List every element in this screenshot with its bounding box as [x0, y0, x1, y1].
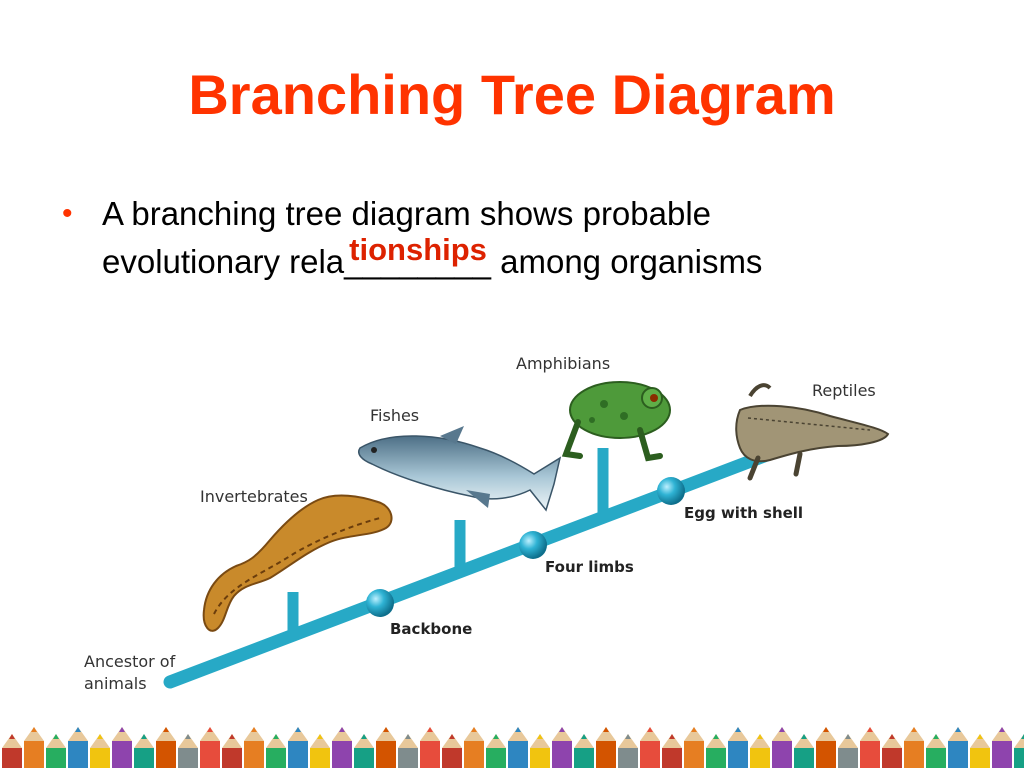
- pencil-icon: [464, 727, 484, 768]
- pencil-icon: [992, 727, 1012, 768]
- label-invertebrates: Invertebrates: [200, 487, 308, 506]
- pencil-icon: [24, 727, 44, 768]
- pencil-icon: [398, 734, 418, 768]
- pencil-icon: [618, 734, 638, 768]
- pencil-icon: [200, 727, 220, 768]
- pencil-icon: [882, 734, 902, 768]
- label-reptiles: Reptiles: [812, 381, 876, 400]
- node-four-limbs: [519, 531, 547, 559]
- pencil-icon: [354, 734, 374, 768]
- pencil-icon: [772, 727, 792, 768]
- pencil-icon: [420, 727, 440, 768]
- bullet-line-1: A branching tree diagram shows probable: [102, 195, 712, 232]
- pencil-icon: [706, 734, 726, 768]
- pencil-icon: [2, 734, 22, 768]
- pencil-icon: [904, 727, 924, 768]
- fill-in-blank: ________tionships: [344, 232, 491, 286]
- pencil-icon: [970, 734, 990, 768]
- pencil-icon: [860, 727, 880, 768]
- fish-illustration: [358, 426, 562, 512]
- pencil-icon: [178, 734, 198, 768]
- pencil-icon: [662, 734, 682, 768]
- pencil-icon: [750, 734, 770, 768]
- slide-title: Branching Tree Diagram: [188, 63, 836, 126]
- frog-illustration: [561, 381, 671, 462]
- node-backbone: [366, 589, 394, 617]
- blank-answer: tionships: [349, 232, 487, 267]
- pencil-icon: [332, 727, 352, 768]
- pencil-icon: [508, 727, 528, 768]
- reptile-illustration: [735, 383, 890, 481]
- pencil-icon: [640, 727, 660, 768]
- pencil-icon: [816, 727, 836, 768]
- pencil-icon: [90, 734, 110, 768]
- pencil-icon: [310, 734, 330, 768]
- branching-tree-diagram: Invertebrates Fishes Amphibians Reptiles…: [84, 354, 890, 693]
- pencil-icon: [948, 727, 968, 768]
- pencil-icon: [728, 727, 748, 768]
- pencil-icon: [288, 727, 308, 768]
- label-four-limbs: Four limbs: [545, 558, 634, 576]
- pencil-icon: [574, 734, 594, 768]
- label-amphibians: Amphibians: [516, 354, 610, 373]
- node-egg-with-shell: [657, 477, 685, 505]
- pencil-icon: [1014, 734, 1024, 768]
- pencil-icon: [68, 727, 88, 768]
- pencil-icon: [596, 727, 616, 768]
- label-fishes: Fishes: [370, 406, 419, 425]
- label-backbone: Backbone: [390, 620, 472, 638]
- bullet-line-2-end: among organisms: [490, 243, 763, 280]
- label-ancestor-line1: Ancestor of: [84, 652, 176, 671]
- label-ancestor-line2: animals: [84, 674, 147, 693]
- pencil-icon: [266, 734, 286, 768]
- pencil-border-decoration: [2, 727, 1024, 768]
- pencil-icon: [684, 727, 704, 768]
- pencil-icon: [112, 727, 132, 768]
- bullet-line-2-start: evolutionary rela: [102, 243, 345, 280]
- pencil-icon: [552, 727, 572, 768]
- pencil-icon: [530, 734, 550, 768]
- pencil-icon: [838, 734, 858, 768]
- bullet-text: A branching tree diagram shows probable …: [102, 190, 962, 286]
- bullet-line-2: evolutionary rela________tionships among…: [102, 232, 962, 286]
- pencil-icon: [442, 734, 462, 768]
- pencil-icon: [134, 734, 154, 768]
- pencil-icon: [486, 734, 506, 768]
- label-egg-with-shell: Egg with shell: [684, 504, 803, 522]
- pencil-icon: [46, 734, 66, 768]
- blank-underline: ________: [344, 243, 491, 280]
- pencil-icon: [222, 734, 242, 768]
- pencil-icon: [244, 727, 264, 768]
- bullet-dot-icon: •: [62, 197, 73, 230]
- pencil-icon: [156, 727, 176, 768]
- invertebrate-illustration: [202, 494, 393, 632]
- pencil-icon: [794, 734, 814, 768]
- pencil-icon: [376, 727, 396, 768]
- pencil-icon: [926, 734, 946, 768]
